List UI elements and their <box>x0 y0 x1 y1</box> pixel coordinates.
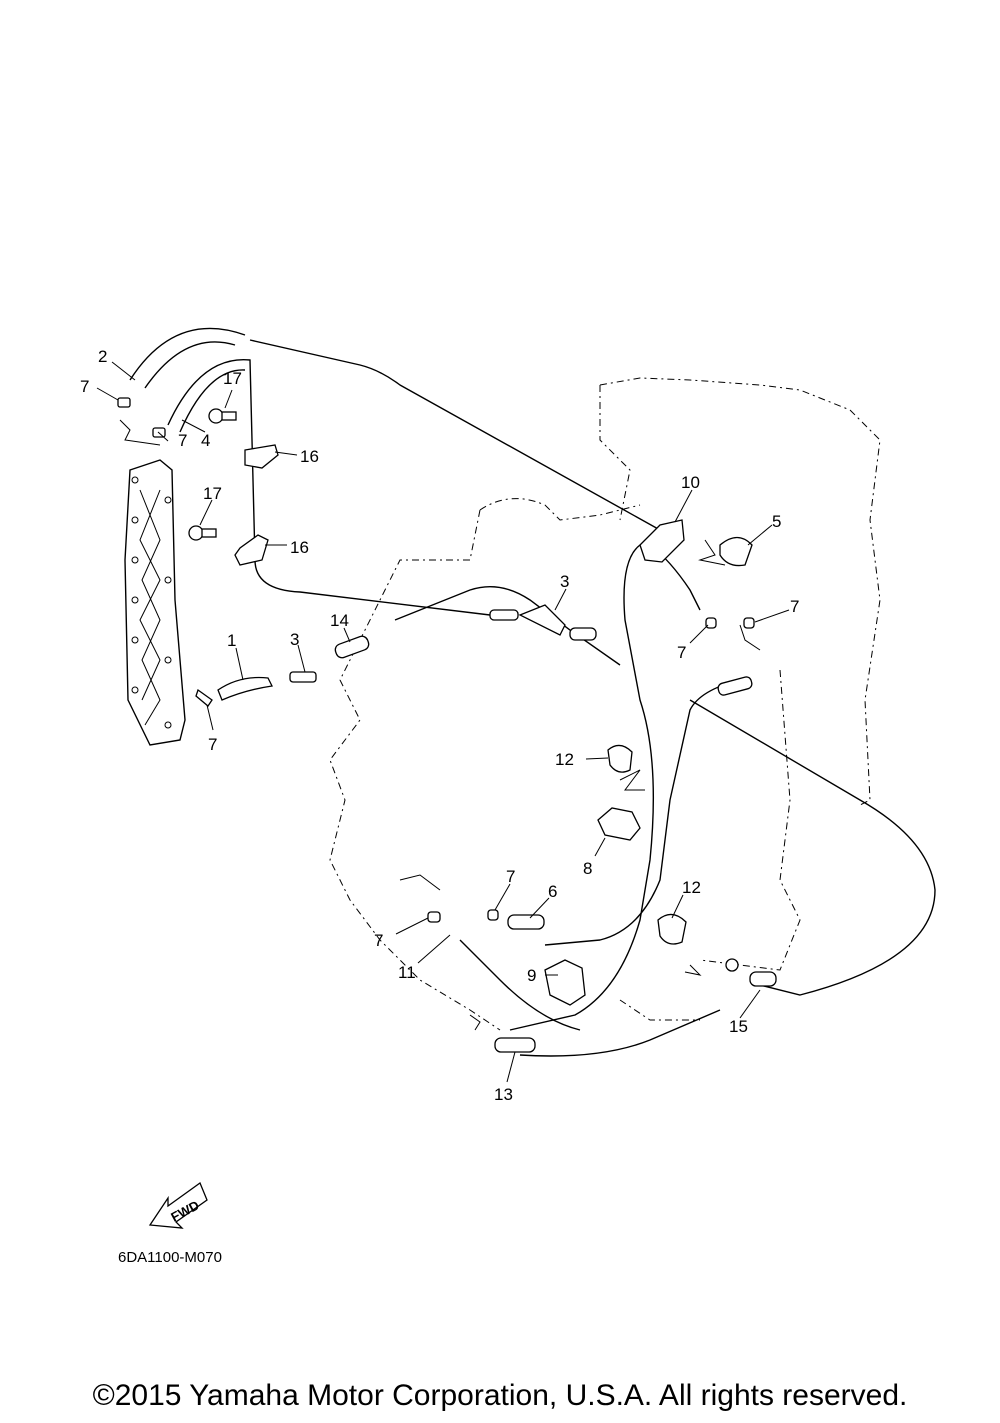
part-shapes <box>117 397 777 1053</box>
callout-8: 8 <box>583 859 592 878</box>
callout-labels: 1 2 3 3 4 5 6 7 7 7 7 7 7 7 8 9 10 11 12… <box>80 347 799 1104</box>
callout-7: 7 <box>80 377 89 396</box>
copyright-footer: ©2015 Yamaha Motor Corporation, U.S.A. A… <box>92 1379 908 1412</box>
cylinder-head-plate <box>124 459 186 746</box>
callout-17: 17 <box>223 369 242 388</box>
callout-7: 7 <box>506 867 515 886</box>
callout-9: 9 <box>527 966 536 985</box>
drawing-code: 6DA1100-M070 <box>118 1249 222 1266</box>
callout-4: 4 <box>201 431 210 450</box>
callout-15: 15 <box>729 1017 748 1036</box>
callout-7: 7 <box>208 735 217 754</box>
hose-routing <box>119 327 936 1057</box>
callout-7: 7 <box>677 643 686 662</box>
callout-13: 13 <box>494 1085 513 1104</box>
callout-14: 14 <box>330 611 349 630</box>
callout-7: 7 <box>790 597 799 616</box>
callout-6: 6 <box>548 882 557 901</box>
callout-11: 11 <box>398 963 416 982</box>
fwd-arrow-icon: FWD <box>148 1181 208 1229</box>
callout-5: 5 <box>772 512 781 531</box>
engine-block-outline <box>329 377 881 1031</box>
callout-10: 10 <box>681 473 700 492</box>
callout-2: 2 <box>98 347 107 366</box>
callout-16: 16 <box>300 447 319 466</box>
callout-3: 3 <box>290 630 299 649</box>
leader-lines <box>96 361 790 1083</box>
callout-3: 3 <box>560 572 569 591</box>
callout-12: 12 <box>682 878 701 897</box>
callout-1: 1 <box>227 631 236 650</box>
callout-17: 17 <box>203 484 222 503</box>
callout-7: 7 <box>374 931 383 950</box>
callout-7: 7 <box>178 431 187 450</box>
callout-12: 12 <box>555 750 574 769</box>
callout-16: 16 <box>290 538 309 557</box>
